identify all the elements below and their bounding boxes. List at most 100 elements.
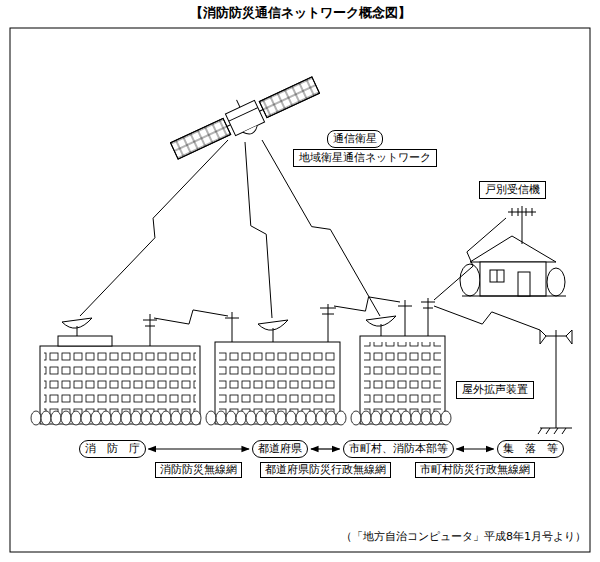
tree [141,411,151,425]
building-left-part [145,326,155,327]
node-text: 消 防 庁 [85,442,140,456]
tree [326,411,336,425]
satellite-part [227,125,231,127]
satellite-label: 通信衛星 [327,130,383,148]
building-left-part [150,314,151,346]
radio-wave [334,297,400,311]
tree [361,411,371,425]
house-part [518,272,530,296]
link-arrow [457,448,494,449]
building-middle-part [215,342,340,424]
tree [256,411,266,425]
tree [51,411,61,425]
tree [371,411,381,425]
house-part [470,236,556,262]
tree [71,411,81,425]
radio-wave [154,310,228,324]
node-text: 屋外拡声装置 [462,383,528,397]
building-middle-part [328,304,329,342]
network-label: 地域衛星通信ネットワーク [293,149,437,167]
radio-wave [80,140,228,316]
building-left-part [40,346,200,424]
agency-box: 市町村、消防本部等 [343,440,454,458]
tree [91,411,101,425]
building-left-part [58,336,112,346]
tree [391,411,401,425]
house-part [547,268,565,296]
loudspeaker-pole-part [540,428,572,429]
link-arrow [149,448,250,449]
tree [191,411,201,425]
network-label: 市町村防災行政無線網 [415,462,535,478]
building-right-part [428,298,429,336]
loudspeaker-pole-part [566,330,572,344]
tree [206,411,216,425]
loudspeaker-pole-part [540,330,546,344]
building-middle-part [320,308,336,309]
radio-wave [434,306,540,330]
tree [31,411,41,425]
building-middle-part [225,318,239,319]
tree [431,411,441,425]
house-part [518,208,519,216]
loudspeaker-pole-part [554,428,558,434]
building-left-part [44,352,196,418]
satellite-part [225,100,264,135]
tree [276,411,286,425]
building-middle [215,304,340,424]
radio-waves [80,140,540,330]
tree [411,411,421,425]
tree [111,411,121,425]
satellite-part [171,118,231,159]
network-label: 消防防災無線網 [155,462,242,478]
tree [296,411,306,425]
satellite-part [259,77,319,118]
loudspeaker-pole-part [538,428,542,434]
building-right-part [398,306,412,307]
agency-box: 都道府県 [252,440,308,458]
tree [171,411,181,425]
house-part [532,208,533,216]
tree [351,411,361,425]
tree [441,411,451,425]
house-part [512,208,513,216]
building-right-part [423,308,433,309]
building-right [360,298,445,424]
building-right-part [364,342,441,418]
building-right-part [360,336,445,424]
tree [101,411,111,425]
tree [421,411,431,425]
node-text: 戸別受信機 [485,183,540,197]
tree [336,411,346,425]
building-middle-part [219,348,336,418]
building-middle-part [322,314,334,315]
satellite-part [171,118,231,159]
building-middle-part [232,312,233,342]
satellite-part [243,125,260,136]
building-right-part [381,324,382,336]
loudspeaker-pole-part [546,336,566,337]
link-arrow [311,448,340,449]
building-left-part [77,326,78,336]
building-right-part [405,300,406,336]
tree [266,411,276,425]
house-part [497,270,498,282]
tree [226,411,236,425]
node-text: 通信衛星 [333,132,377,146]
tree [41,411,51,425]
figure-title: 【消防防災通信ネットワーク概念図】 [0,4,600,22]
node-text: 地域衛星通信ネットワーク [299,151,431,165]
house-part [526,208,527,216]
tree [181,411,191,425]
tree [236,411,246,425]
tree [381,411,391,425]
building-left-part [143,320,157,321]
loudspeaker-pole-part [556,330,557,428]
tree [286,411,296,425]
satellite-part [259,77,319,118]
satellite-part [229,108,258,122]
loudspeaker-pole-part [546,428,550,434]
agency-box: 消 防 庁 [79,440,146,458]
house-part [462,296,566,297]
